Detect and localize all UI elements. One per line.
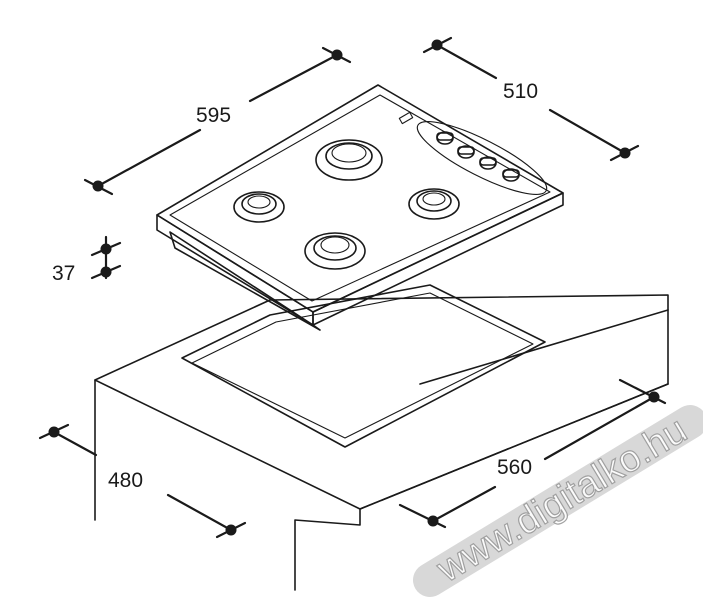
control-knob-icon [457,145,475,159]
control-knobs [436,131,520,182]
burner-small-left-icon [233,191,285,223]
dimension-label-37: 37 [52,262,75,285]
dimension-label-595: 595 [196,104,231,127]
dimension-560: 560 [398,378,667,529]
control-knob-icon [502,168,520,182]
dimension-label-480: 480 [108,469,143,492]
burner-large-icon [315,139,383,181]
hob [156,84,564,331]
control-knob-icon [436,131,454,145]
dimension-label-560: 560 [497,456,532,479]
countertop [94,294,669,591]
dimension-37: 37 [52,235,122,285]
cutout [181,284,546,448]
dimension-510: 510 [422,36,640,162]
control-knob-icon [479,156,497,170]
burner-small-right-icon [408,188,460,220]
burner-medium-icon [304,232,366,270]
dimension-480: 480 [38,423,247,539]
dimension-595: 595 [83,46,352,196]
dimension-label-510: 510 [503,80,538,103]
